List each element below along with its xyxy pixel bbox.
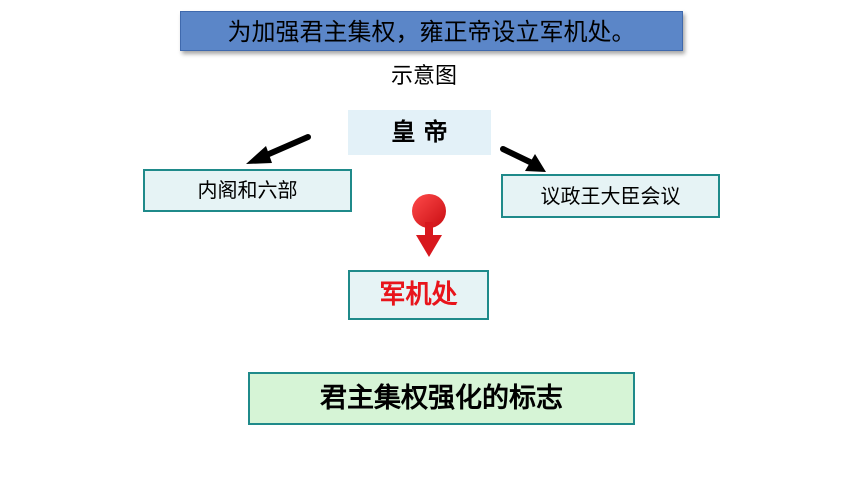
node-council: 议政王大臣会议: [501, 174, 720, 218]
node-emperor: 皇 帝: [348, 110, 491, 155]
arrow-down-left-icon: [246, 134, 311, 164]
node-cabinet: 内阁和六部: [143, 169, 352, 212]
node-grand-council: 军机处: [348, 270, 489, 320]
title-banner: 为加强君主集权，雍正帝设立军机处。: [180, 11, 683, 51]
red-pin-arrow-down-icon: [412, 194, 446, 257]
conclusion-box: 君主集权强化的标志: [248, 372, 635, 425]
arrow-down-right-icon: [500, 146, 546, 172]
diagram-caption: 示意图: [390, 64, 457, 89]
